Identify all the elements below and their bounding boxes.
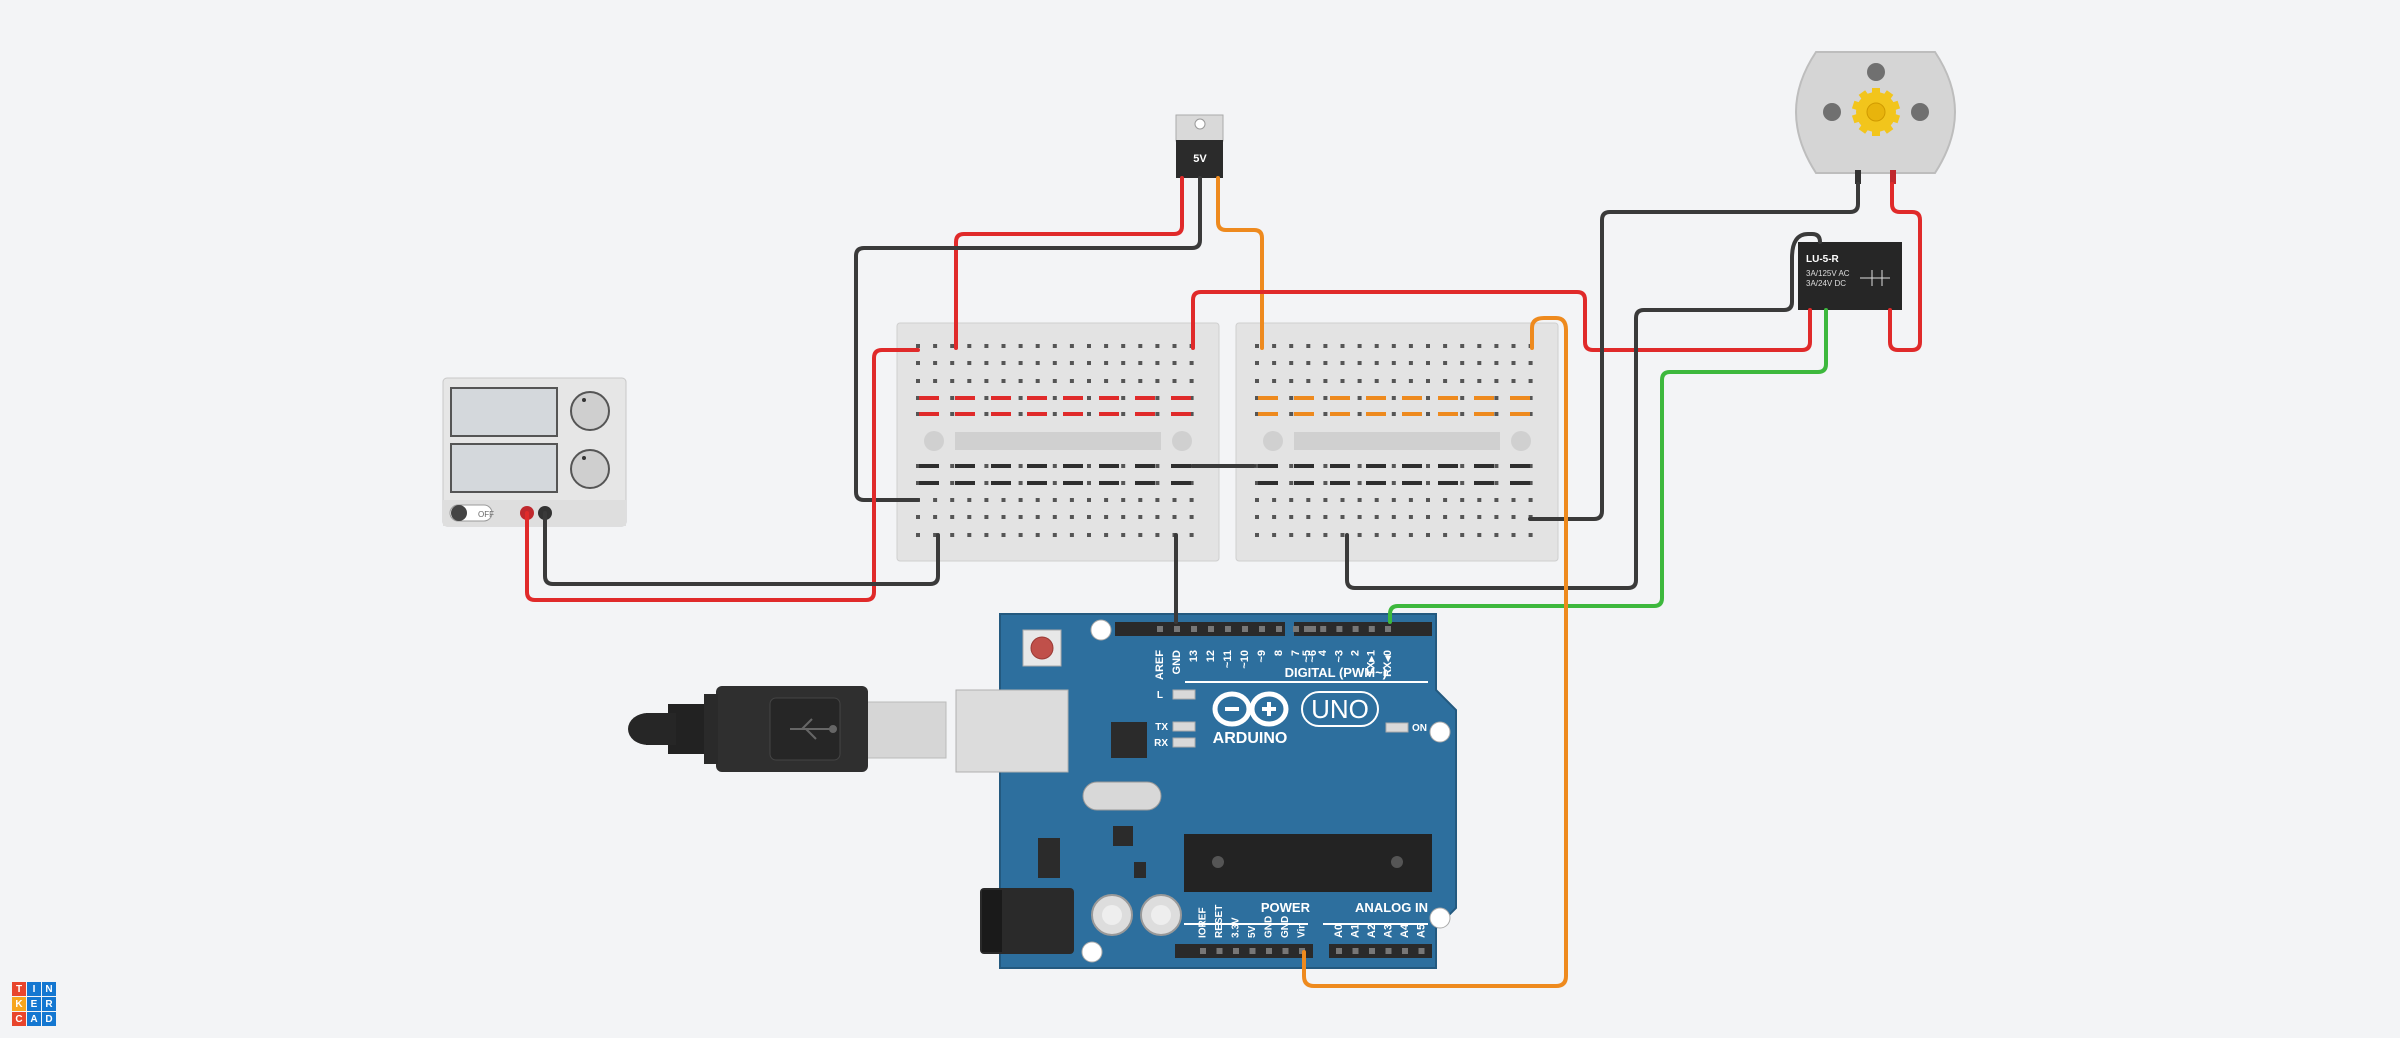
voltage-regulator-5v[interactable]: 5V: [1175, 114, 1224, 178]
power-pin-label: IOREF: [1198, 907, 1209, 938]
analog-pin-label: A2: [1366, 924, 1378, 938]
led-tx-label: TX: [1155, 722, 1168, 733]
digital-pin-label: ~5: [1301, 650, 1313, 663]
wire-regulator-out-orange[interactable]: [1216, 176, 1264, 350]
wire-relay-black[interactable]: [1345, 232, 1822, 590]
logo-letter: D: [42, 1012, 56, 1026]
usb-cable[interactable]: [628, 686, 947, 772]
breadboard-right[interactable]: [1235, 322, 1559, 562]
digital-pin-label: RX◂0: [1382, 650, 1394, 677]
breadboard-left[interactable]: [896, 322, 1220, 562]
analog-pin-label: A0: [1333, 924, 1345, 938]
power-pin-label: RESET: [1214, 905, 1225, 938]
dc-motor[interactable]: [1794, 51, 1957, 184]
digital-pin-label: ~6: [1307, 650, 1319, 663]
digital-pin-label: ~11: [1222, 650, 1234, 668]
analog-header[interactable]: [1329, 944, 1432, 958]
digital-pin-label: ~3: [1333, 650, 1345, 663]
current-knob[interactable]: [570, 449, 610, 489]
wire-supply-positive[interactable]: [525, 348, 920, 602]
voltage-knob[interactable]: [570, 391, 610, 431]
relay-rating-ac: 3A/125V AC: [1806, 269, 1850, 278]
digital-pin-label: TX▸1: [1366, 650, 1378, 676]
voltage-regulator-chip: [1038, 838, 1060, 878]
usb-symbol-icon: [790, 718, 837, 740]
logo-letter: T: [12, 982, 26, 996]
analog-pin-label: A3: [1382, 924, 1394, 938]
wire-supply-negative[interactable]: [543, 511, 940, 586]
led-on: [1385, 722, 1409, 733]
regulator-label: 5V: [1193, 153, 1207, 165]
wire-relay-red[interactable]: [1191, 290, 1812, 352]
dc-jack: [980, 888, 1074, 954]
digital-pin-label: AREF: [1154, 650, 1166, 680]
power-header[interactable]: [1175, 944, 1313, 958]
analog-pin-label: A1: [1349, 924, 1361, 938]
digital-pin-label: ~9: [1256, 650, 1268, 663]
arduino-brand: ARDUINO: [1213, 730, 1288, 747]
led-rx-label: RX: [1154, 738, 1168, 749]
wire-regulator-gnd-black[interactable]: [854, 176, 1202, 502]
power-switch-label: OFF: [478, 510, 494, 519]
led-tx: [1172, 721, 1196, 732]
voltage-display: [450, 387, 558, 437]
usb-port: [955, 689, 1069, 773]
crystal: [1082, 781, 1162, 811]
digital-header-right[interactable]: [1294, 622, 1432, 636]
power-supply[interactable]: OFF: [442, 377, 627, 527]
relay-rating-dc: 3A/24V DC: [1806, 279, 1846, 288]
wire-relay-signal-green[interactable]: [1388, 308, 1828, 624]
usb-chip: [1111, 722, 1147, 758]
digital-pin-label: 8: [1273, 650, 1285, 656]
atmega-chip: [1184, 834, 1432, 892]
digital-header-left[interactable]: [1115, 622, 1285, 636]
power-pin-label: Vin: [1297, 923, 1308, 938]
digital-pin-label: 2: [1350, 650, 1362, 656]
digital-pin-label: 12: [1205, 650, 1217, 662]
analog-pin-label: A4: [1399, 923, 1411, 938]
power-header-label: POWER: [1261, 900, 1311, 915]
motor-shaft-gear-icon: [1851, 88, 1901, 136]
arduino-logo: [1212, 691, 1289, 727]
arduino-uno[interactable]: L TX RX ON ARDUINO UNO DIGITAL (PWM~) PO…: [955, 613, 1457, 969]
led-l: [1172, 689, 1196, 700]
current-display: [450, 443, 558, 493]
analog-pin-label: A5: [1415, 924, 1427, 938]
relay-label: LU-5-R: [1806, 254, 1840, 265]
power-pin-label: GND: [1280, 916, 1291, 938]
relay-symbol-icon: [1860, 270, 1890, 286]
wire-regulator-in-red[interactable]: [954, 176, 1184, 350]
power-pin-label: 5V: [1247, 925, 1258, 938]
relay-lu5r[interactable]: LU-5-R 3A/125V AC 3A/24V DC: [1798, 242, 1902, 310]
wire-motor-black[interactable]: [1528, 182, 1860, 521]
logo-letter: N: [42, 982, 56, 996]
digital-pin-label: GND: [1171, 650, 1183, 675]
analog-header-label: ANALOG IN: [1355, 900, 1428, 915]
digital-pin-label: 4: [1317, 649, 1329, 656]
power-pin-label: 3.3V: [1231, 917, 1242, 938]
logo-letter: C: [12, 1012, 26, 1026]
led-rx: [1172, 737, 1196, 748]
led-on-label: ON: [1412, 723, 1427, 734]
arduino-model: UNO: [1311, 694, 1369, 724]
wire-motor-red[interactable]: [1888, 182, 1922, 352]
wire-vin-orange[interactable]: [1302, 316, 1568, 988]
digital-header-label: DIGITAL (PWM~): [1285, 665, 1387, 680]
logo-letter: K: [12, 997, 26, 1011]
power-pin-label: GND: [1264, 916, 1275, 938]
logo-letter: I: [27, 982, 41, 996]
digital-pin-label: ~10: [1239, 650, 1251, 669]
digital-pin-label: 7: [1290, 650, 1302, 656]
led-l-label: L: [1157, 690, 1163, 701]
logo-letter: E: [27, 997, 41, 1011]
logo-letter: A: [27, 1012, 41, 1026]
digital-pin-label: 13: [1188, 650, 1200, 662]
logo-letter: R: [42, 997, 56, 1011]
